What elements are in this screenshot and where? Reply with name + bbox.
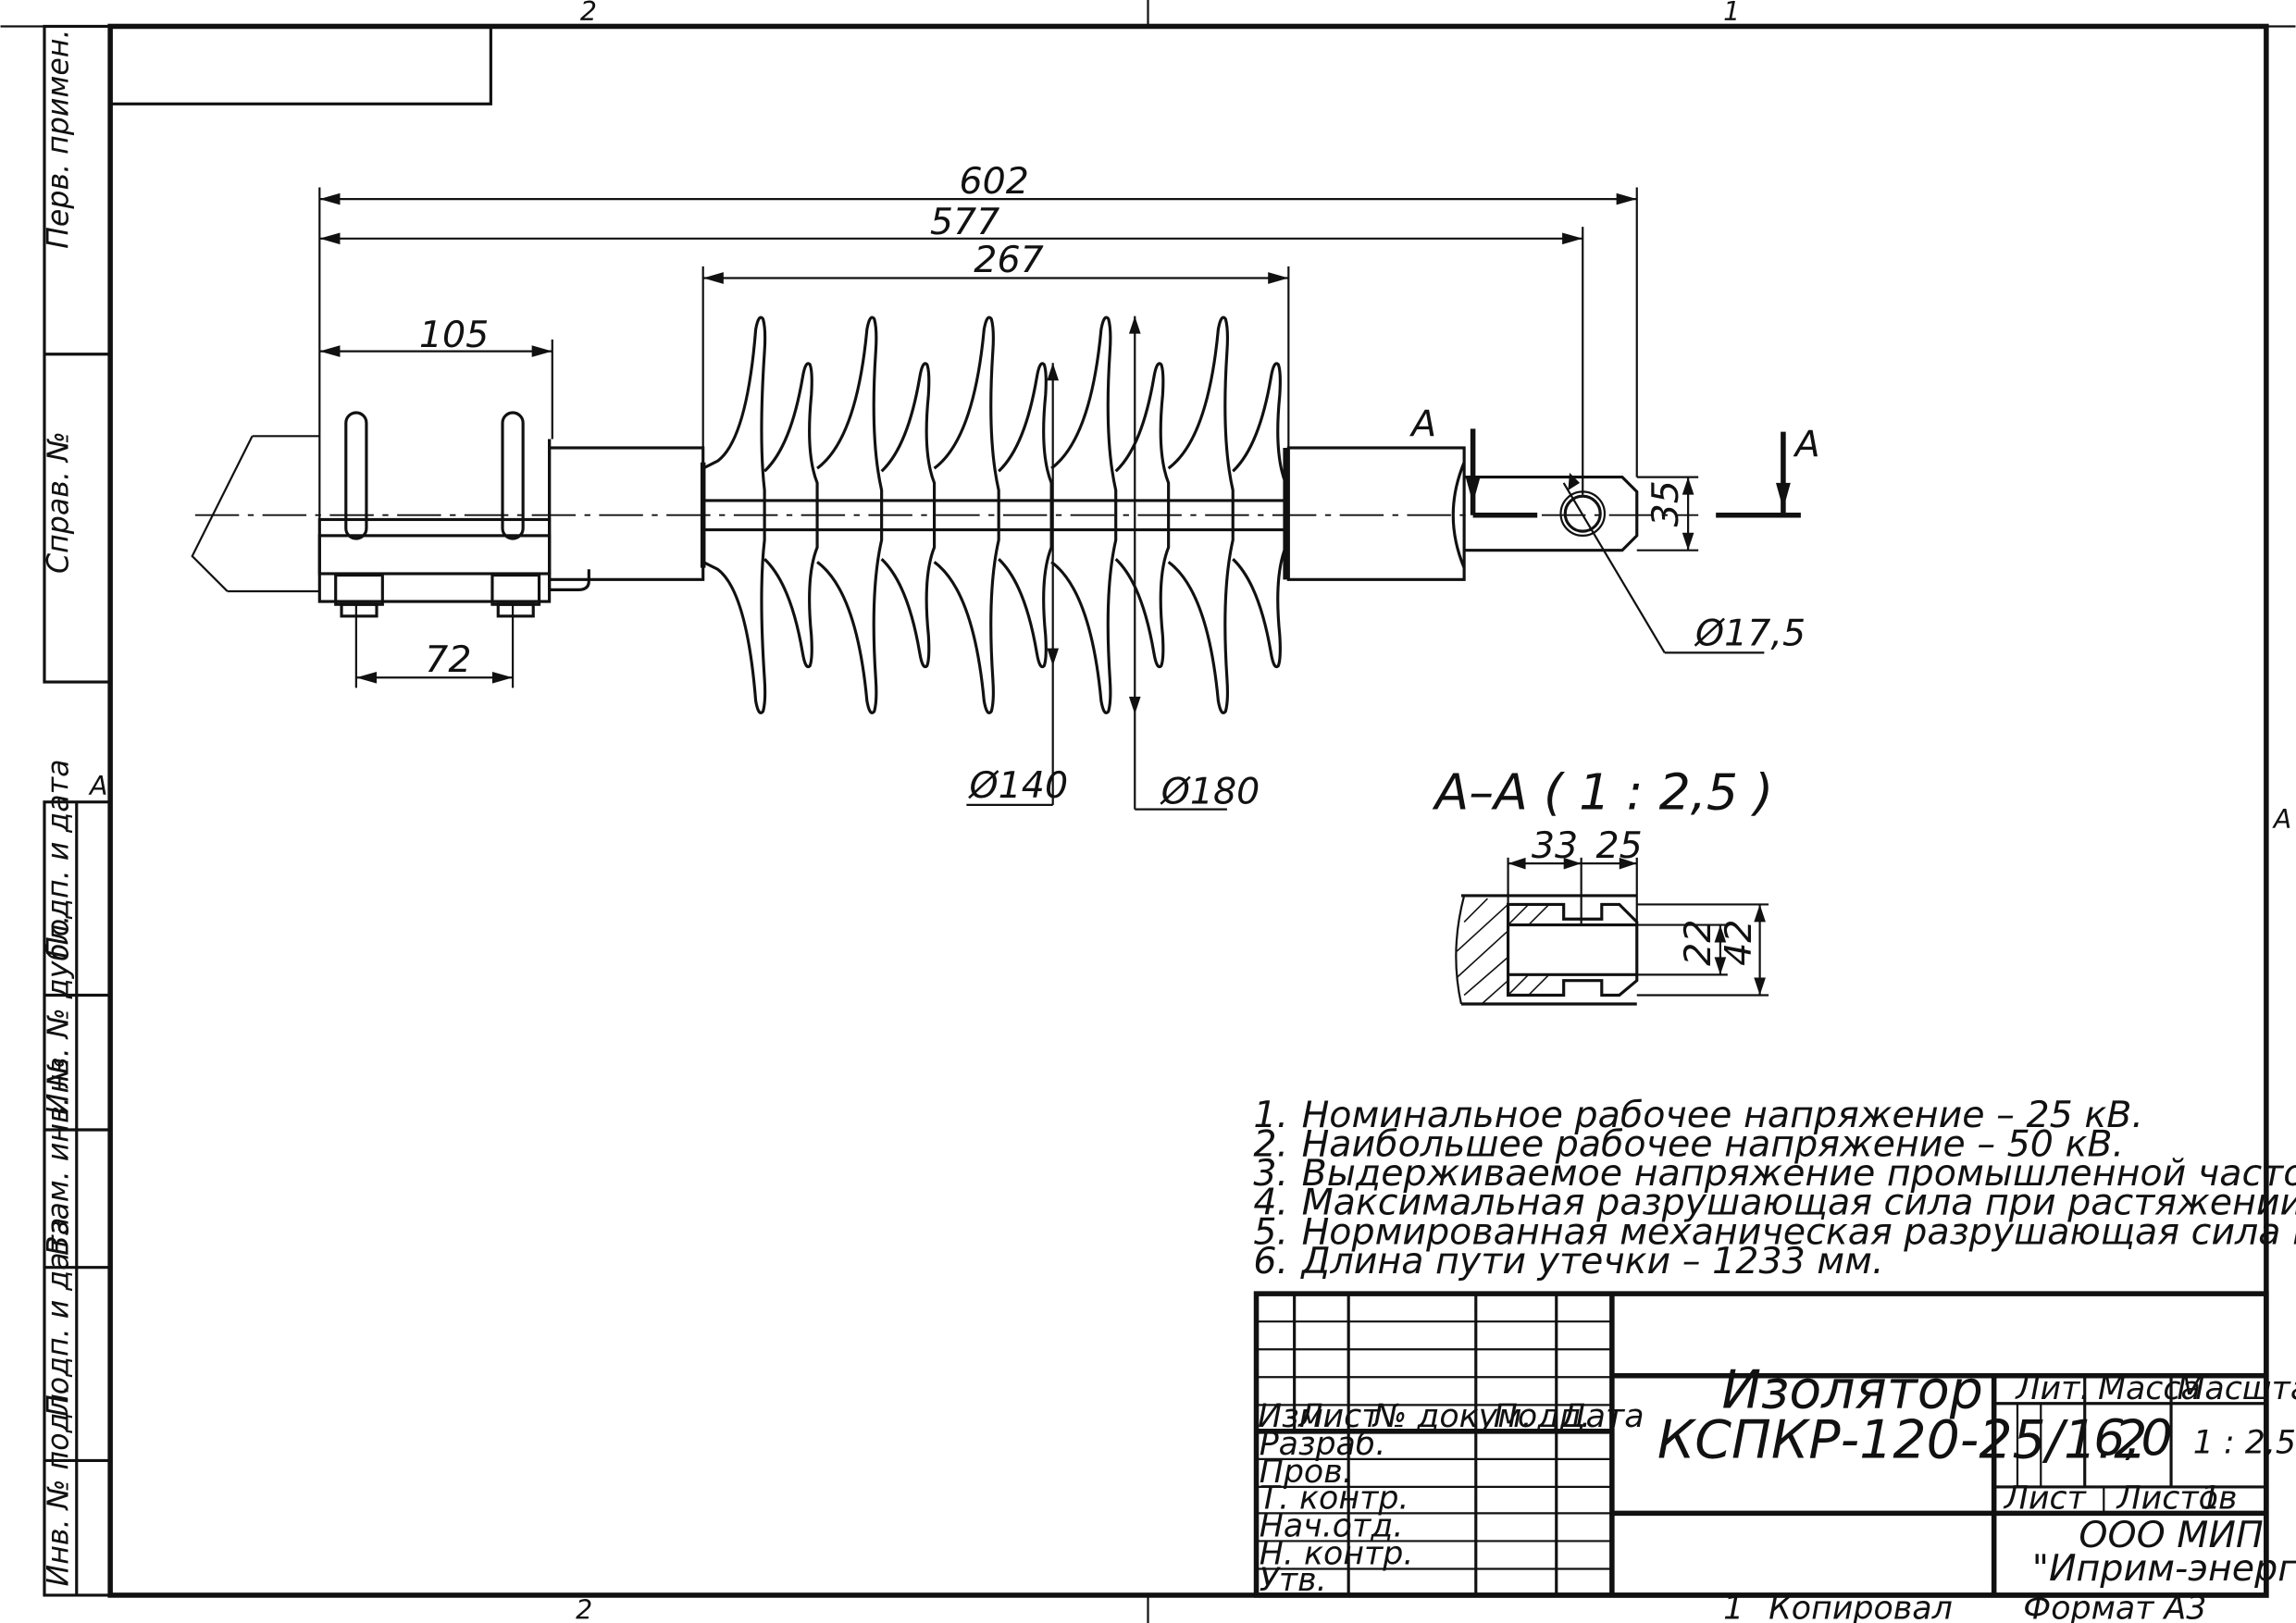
tb-org-line2: "Иприм-энергия" (2032, 1547, 2296, 1590)
left-end-fitting (548, 446, 705, 581)
tb-row-nachotd: Нач.отд. (1260, 1508, 1404, 1545)
cut-label-left: A (1409, 403, 1436, 445)
dim-dia-140: Ø140 (968, 764, 1069, 807)
note-number: 6. (1253, 1240, 1288, 1282)
tb-row-nkontr: Н. контр. (1260, 1536, 1414, 1573)
note-number: 5. (1253, 1210, 1288, 1253)
section-dim-25: 25 (1595, 824, 1642, 867)
tb-row-tkontr: Т. контр. (1260, 1481, 1409, 1518)
dim-72: 72 (425, 638, 471, 681)
section-dim-42: 42 (1718, 920, 1760, 966)
dim-dia-17-5: Ø17,5 (1694, 612, 1806, 654)
stamp-vzam-inv: Взам. инв. № (42, 1057, 75, 1256)
tb-scale-value: 1 : 2,5 (2193, 1425, 2296, 1462)
title-block (1253, 1291, 2269, 1598)
insulator-main-view: A A (191, 316, 1820, 714)
section-title: A–A ( 1 : 2,5 ) (1432, 763, 1773, 822)
tb-mass-label: Масса (2098, 1370, 2201, 1407)
note-text: Выдерживаемое напряжение промышленной ча… (1302, 1152, 2296, 1195)
drawing-designation: КСПКР-120-25/1.2 (1657, 1409, 2148, 1470)
tb-org-line1: ООО МИП (2079, 1514, 2263, 1556)
zone-side-right: A (2272, 804, 2291, 835)
stamp-inv-podl: Инв. № подл. (42, 1384, 75, 1586)
section-dim-22: 22 (1677, 920, 1719, 966)
zone-top-right: 1 (1723, 0, 1740, 27)
cut-label-right: A (1793, 423, 1820, 465)
tb-sheets-label: Листов (2116, 1481, 2238, 1518)
section-a-a (1455, 857, 1769, 1006)
stamp-perv-primen: Перв. примен. (42, 29, 75, 248)
tb-col-list: Лист (1297, 1398, 1382, 1435)
tb-col-dokum: № докум. (1371, 1398, 1532, 1435)
stamp-sprav-no: Справ. № (42, 431, 75, 574)
technical-notes: 1. Номинальное рабочее напряжение – 25 к… (1253, 1094, 2296, 1282)
note-text: Максимальная разрушающая сила при растяж… (1302, 1182, 2296, 1224)
note-text: Нормированная механическая разрушающая с… (1302, 1210, 2296, 1253)
stamp-podp-data-2: Подп. и дата (42, 1218, 75, 1417)
note-number: 3. (1253, 1152, 1288, 1195)
note-text: Длина пути утечки – 1233 мм. (1300, 1240, 1884, 1282)
tb-row-utv: Утв. (1260, 1562, 1327, 1599)
footer-page-num: 1 (1723, 1590, 1744, 1623)
dim-602: 602 (959, 160, 1028, 203)
tb-col-data: Дата (1559, 1398, 1644, 1435)
drawing-name: Изолятор (1721, 1360, 1982, 1421)
footer-format: Формат А3 (2023, 1590, 2206, 1623)
tb-mass-value: 6,0 (2093, 1408, 2173, 1467)
note-number: 2. (1253, 1122, 1288, 1165)
cutting-plane-a (1465, 428, 1801, 518)
tb-lit-label: Лит. (2014, 1370, 2090, 1407)
dim-35: 35 (1644, 480, 1687, 527)
insulator-sheds (700, 316, 1288, 714)
dim-105: 105 (419, 314, 489, 356)
tb-col-podp: Подп. (1494, 1398, 1591, 1435)
dim-577: 577 (930, 201, 999, 243)
zone-side-left: A (88, 771, 107, 801)
note-number: 1. (1253, 1094, 1288, 1136)
right-end-fitting (1286, 446, 1639, 581)
tb-row-razrab: Разраб. (1260, 1426, 1386, 1463)
zone-bottom-left: 2 (576, 1594, 592, 1623)
stamp-inv-dubl: Инв. № дубл. (42, 915, 75, 1115)
footer-copied: Копировал (1769, 1590, 1953, 1623)
note-number: 4. (1253, 1182, 1288, 1224)
tb-scale-label: Масштаб (2177, 1370, 2296, 1407)
note-text: Номинальное рабочее напряжение – 25 кВ. (1302, 1094, 2143, 1136)
dim-dia-180: Ø180 (1160, 770, 1260, 812)
tb-col-izm: Изм. (1258, 1398, 1334, 1435)
stamp-podp-data-1: Подп. и дата (42, 760, 75, 959)
tb-sheet-label: Лист (2003, 1481, 2088, 1518)
note-text: Наибольшее рабочее напряжение – 50 кВ. (1302, 1122, 2125, 1165)
dimension-lines (318, 187, 1765, 811)
tb-row-prov: Пров. (1260, 1454, 1353, 1491)
tb-sheets-value: 1 (2201, 1481, 2221, 1518)
dim-267: 267 (974, 239, 1043, 281)
section-dim-33: 33 (1532, 824, 1578, 867)
zone-top-left: 2 (580, 0, 597, 27)
